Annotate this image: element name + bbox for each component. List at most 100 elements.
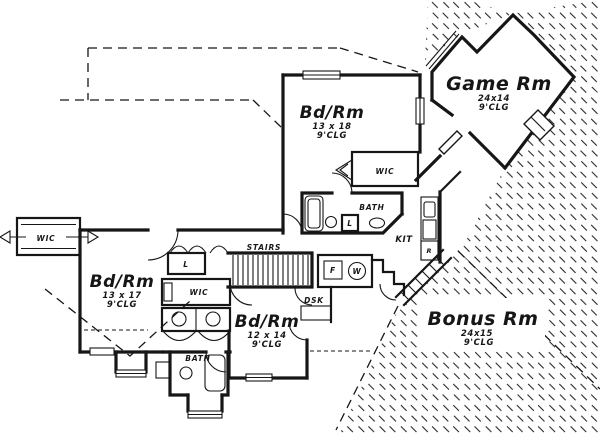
tub-icon (304, 195, 324, 232)
sink-icon (368, 217, 386, 229)
closet-arrow-icon (334, 159, 353, 181)
bifold-door-arcs (169, 245, 229, 254)
attic-stairs-wall (402, 256, 453, 307)
wall (429, 97, 455, 118)
room-name: Bd/Rm (235, 312, 300, 332)
rod-arrow-icon (87, 230, 100, 244)
bath-upper-label: BATH (359, 203, 384, 212)
tub-icon (204, 354, 226, 392)
room-labels: Bd/Rm 13 x 18 9'CLG Bd/Rm 13 x 17 9'CLG … (37, 73, 552, 363)
refrigerator-box (420, 240, 439, 261)
range-label: R (426, 247, 431, 255)
stairs (232, 255, 309, 285)
freezer-box (323, 260, 343, 280)
washer-icon (347, 261, 367, 281)
window-band (425, 30, 457, 67)
room-clg: 9'CLG (464, 338, 494, 348)
fixtures (155, 159, 439, 392)
wic-upper-label: WIC (376, 167, 395, 176)
desk-label: DSK (304, 296, 324, 305)
room-clg: 9'CLG (479, 103, 509, 113)
range-icon (422, 219, 437, 240)
door-arc (147, 229, 179, 261)
room-name: Game Rm (446, 73, 552, 95)
wic-center-label: WIC (190, 288, 209, 297)
tub-inner (307, 198, 321, 229)
room-clg: 9'CLG (252, 340, 282, 350)
wall (430, 12, 577, 171)
attic-stairs-floor (396, 250, 451, 305)
freezer-label: F (330, 266, 336, 275)
stairwell-walls (226, 251, 314, 289)
bath-lower-label: BATH (185, 354, 210, 363)
kitchen-diagonal-wall (438, 170, 462, 194)
window-band (428, 33, 460, 70)
linen-bath-box (340, 213, 360, 233)
room-dims: 24x15 (461, 329, 493, 339)
wic-left-closet (0, 216, 100, 257)
game-room-floor (432, 15, 574, 168)
hatch-area-northeast (517, 0, 600, 95)
room-dims: 12 x 14 (247, 331, 286, 341)
closet-shelf-lines (21, 223, 76, 250)
door-arc (379, 283, 397, 301)
stair-treads (232, 255, 309, 285)
door-arc (282, 213, 303, 234)
toilet-icon (324, 215, 338, 229)
roof-dashed-valley (44, 288, 191, 357)
closet-shelf (163, 282, 173, 302)
kitchen-sink-icon (423, 201, 436, 218)
bonus-label-backdrop (420, 298, 545, 350)
entry-door-panel (438, 130, 463, 155)
room-clg: 9'CLG (317, 131, 347, 141)
linen-hall-label: L (183, 260, 189, 269)
toilet-icon (179, 366, 193, 380)
room-dims: 13 x 17 (102, 291, 141, 301)
room-name: Bonus Rm (428, 308, 539, 330)
door-arc (294, 287, 313, 306)
kitchen-diagonal-wall (413, 153, 443, 183)
window-bay-line (530, 116, 546, 132)
hatch-area-north (425, 0, 512, 60)
roof-dashed-line (339, 47, 419, 73)
room-name: Bd/Rm (90, 272, 155, 292)
room-dims: 13 x 18 (312, 122, 351, 132)
sink-icon (171, 311, 187, 327)
room-dims: 24x14 (478, 94, 510, 104)
bay-walls (114, 350, 148, 374)
bonus-room (335, 248, 600, 431)
rod-arrow-icon (0, 230, 11, 244)
roof-dashed-outlines (44, 47, 419, 357)
linen-bath-label: L (347, 219, 353, 228)
door-arc (288, 321, 308, 341)
sink-icon (205, 311, 221, 327)
game-room (425, 12, 577, 171)
bath-upper-walls (300, 191, 405, 235)
stairs-label: STAIRS (247, 243, 282, 252)
bonus-dashed-edge (457, 250, 600, 390)
bath-niche (155, 361, 171, 379)
stepped-wall (370, 258, 406, 297)
bifold-door-arcs (162, 330, 231, 342)
room-clg: 9'CLG (107, 300, 137, 310)
room-name: Bd/Rm (300, 103, 365, 123)
interior-dashed-lines (84, 329, 372, 352)
wic-upper-walls (350, 150, 420, 188)
kitchen-label: KIT (395, 235, 413, 245)
door-arc (229, 282, 253, 306)
wic-center-walls (160, 277, 232, 307)
washer-label: W (352, 267, 361, 276)
exterior-and-interior-walls (78, 73, 463, 413)
wall (467, 130, 508, 171)
utility-closet-walls (316, 253, 374, 289)
window (89, 347, 115, 356)
windows (89, 70, 425, 419)
wic-left-label: WIC (37, 234, 56, 243)
desk-icon (300, 305, 332, 321)
linen-closet-walls (166, 251, 207, 276)
door-swings (147, 172, 397, 373)
bath-bay-walls (186, 393, 224, 413)
door-arc (331, 172, 353, 194)
